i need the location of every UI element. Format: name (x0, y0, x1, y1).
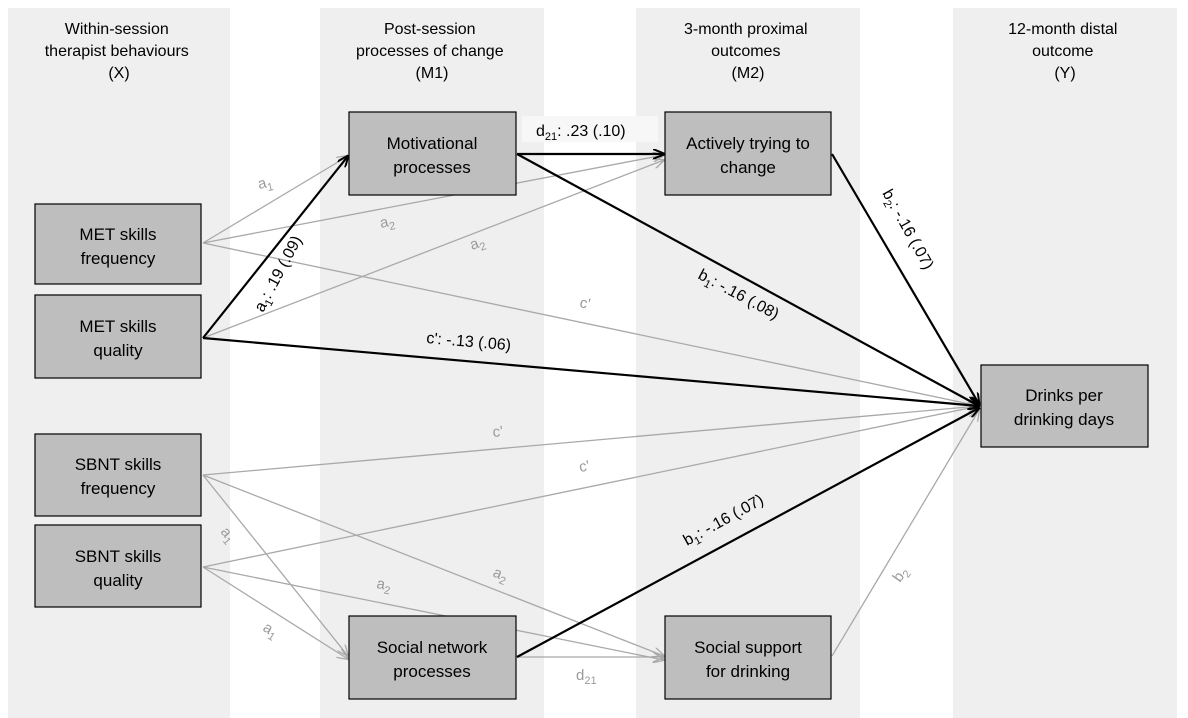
path-sbnt-qual-to-drinks (202, 406, 979, 568)
label-a1-grey-sbnt-qual: a1 (258, 619, 281, 644)
bold-paths (202, 153, 979, 658)
column-header-y: 12-month distal outcome (Y) (1008, 21, 1122, 82)
label-c-prime-bold: c': -.13 (.06) (426, 330, 512, 354)
column-header-m1: Post-session processes of change (M1) (356, 21, 508, 82)
path-met-qual-to-drinks (202, 336, 979, 406)
path-sbnt-freq-to-social-support (202, 474, 664, 656)
label-c-prime-grey-sbnt-qual: c' (578, 457, 591, 476)
path-motivational-to-drinks (516, 153, 979, 406)
column-band-y (953, 8, 1177, 718)
path-met-freq-to-actively-trying (202, 155, 664, 244)
label-d21-bold: d21: .23 (.10) (536, 123, 626, 143)
path-sbnt-qual-to-social-support (202, 566, 664, 660)
path-actively-trying-to-drinks (831, 153, 979, 404)
column-header-m2: 3-month proximal outcomes (M2) (684, 21, 812, 82)
path-met-qual-to-motivational (202, 156, 348, 339)
label-a2-grey-sbnt-qual: a2 (375, 575, 393, 597)
path-sbnt-freq-to-drinks (202, 406, 979, 476)
path-sbnt-freq-to-social-network (202, 474, 348, 656)
label-c-prime-grey-met-freq: c' (578, 294, 592, 313)
label-a1-grey-met-freq: a1 (256, 173, 274, 196)
label-a1-bold: a1: .19 (.09) (252, 233, 309, 316)
path-social-network-to-drinks (516, 408, 979, 658)
path-social-support-to-drinks (831, 410, 979, 657)
label-bg-d21 (522, 116, 658, 142)
label-b2-bold: b2: -.16 (.07) (876, 187, 937, 274)
column-header-x: Within-session therapist behaviours (X) (45, 21, 194, 82)
path-met-freq-to-drinks (202, 242, 979, 406)
grey-paths (202, 155, 979, 660)
label-a2-grey-sbnt-freq: a2 (489, 564, 510, 588)
path-met-freq-to-motivational (202, 156, 348, 244)
label-c-prime-grey-sbnt-freq: c' (492, 423, 504, 441)
path-met-qual-to-actively-trying (202, 160, 664, 339)
label-b2-grey: b2 (889, 564, 914, 587)
label-d21-grey: d21 (576, 667, 597, 687)
path-sbnt-qual-to-social-network (202, 566, 348, 659)
